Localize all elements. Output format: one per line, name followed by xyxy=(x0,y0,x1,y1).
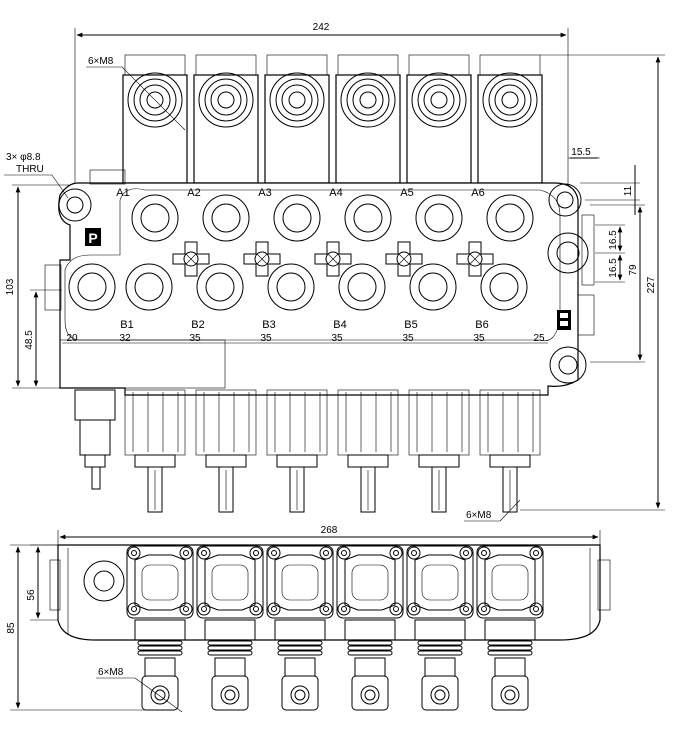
dim-35-label: 35 xyxy=(189,333,201,344)
dim-11-label: 11 xyxy=(623,185,634,196)
bottom-view: 268 56 85 6×M8 xyxy=(6,525,611,713)
dim-15-5-label: 15.5 xyxy=(571,147,591,158)
dim-16-5a-label: 16.5 xyxy=(608,230,619,250)
dim-35-label: 35 xyxy=(260,333,272,344)
callout-bolt-top-label: 6×M8 xyxy=(88,56,114,67)
callout-hole-label: 3× φ8.8 xyxy=(6,152,41,163)
bottom-section xyxy=(266,545,334,711)
port-a-label: A2 xyxy=(187,187,200,199)
dim-span-row: 20 32 25 xyxy=(62,333,548,344)
dim-overall-width: 242 xyxy=(74,22,569,185)
port-a: A5 xyxy=(400,187,463,242)
bottom-section xyxy=(406,545,474,711)
callout-thru-label: THRU xyxy=(16,164,44,175)
port-a: A2 xyxy=(187,187,250,242)
port-b: B5 xyxy=(404,263,457,331)
dim-16-5b-label: 16.5 xyxy=(608,258,619,278)
dim-48-5-label: 48.5 xyxy=(24,330,35,350)
tank-port-marker xyxy=(557,310,571,330)
check-valve xyxy=(243,241,281,277)
solenoid-cap xyxy=(193,54,259,184)
dim-35-label: 35 xyxy=(331,333,343,344)
spool xyxy=(124,389,186,513)
callout-bolt-top: 6×M8 xyxy=(86,56,186,131)
dim-pitch-labels: 35 35 35 35 35 xyxy=(189,333,485,344)
port-a: A3 xyxy=(258,187,321,242)
port-a-label: A1 xyxy=(116,187,129,199)
spools xyxy=(124,389,541,513)
dim-left: 103 48.5 xyxy=(5,184,70,389)
dim-bottom-heights: 56 85 xyxy=(6,544,145,711)
port-b-label: B3 xyxy=(262,319,275,331)
solenoid-cap xyxy=(477,54,543,184)
port-b-label: B4 xyxy=(333,319,346,331)
dim-right: 15.5 11 16.5 16.5 79 227 xyxy=(520,54,665,511)
check-valve xyxy=(314,241,352,277)
port-a: A1 xyxy=(116,187,179,242)
port-b-label: B1 xyxy=(120,319,133,331)
port-b-label: B6 xyxy=(475,319,488,331)
port-a-label: A5 xyxy=(400,187,413,199)
solenoid-caps xyxy=(122,54,543,184)
bottom-section xyxy=(336,545,404,711)
solenoid-cap xyxy=(122,54,188,184)
dim-103-label: 103 xyxy=(5,278,16,295)
dim-85-label: 85 xyxy=(6,622,17,634)
check-valve xyxy=(385,241,423,277)
spool xyxy=(337,389,399,513)
port-b: B6 xyxy=(475,263,528,331)
spool xyxy=(195,389,257,513)
port-b: B1 xyxy=(120,263,173,331)
dim-35-label: 35 xyxy=(402,333,414,344)
check-valve xyxy=(172,241,210,277)
bottom-section xyxy=(476,545,544,711)
port-b-label: B5 xyxy=(404,319,417,331)
spool xyxy=(266,389,328,513)
dim-56-label: 56 xyxy=(26,589,37,601)
port-a-label: A3 xyxy=(258,187,271,199)
solenoid-cap xyxy=(335,54,401,184)
dim-79-label: 79 xyxy=(628,264,639,276)
port-a-label: A6 xyxy=(471,187,484,199)
dim-20-label: 20 xyxy=(66,333,78,344)
solenoid-cap xyxy=(406,54,472,184)
dim-268-label: 268 xyxy=(321,525,338,536)
callout-bottom-bolt-label: 6×M8 xyxy=(98,667,124,678)
spool xyxy=(479,389,541,513)
side-fitting xyxy=(74,389,116,490)
spool xyxy=(408,389,470,513)
dim-32-label: 32 xyxy=(119,333,131,344)
pressure-port-label: P xyxy=(88,230,97,246)
bottom-section xyxy=(196,545,264,711)
port-b: B2 xyxy=(191,263,244,331)
callout-bottom-bolt: 6×M8 xyxy=(96,667,183,713)
dim-227-label: 227 xyxy=(646,276,657,293)
bottom-sections xyxy=(126,545,544,711)
check-valve xyxy=(456,241,494,277)
inlet-port xyxy=(68,263,116,311)
callout-bolt-bottom: 6×M8 xyxy=(464,499,521,522)
callout-thru-hole: 3× φ8.8 THRU xyxy=(4,152,69,199)
solenoid-cap xyxy=(264,54,330,184)
pressure-port-marker: P xyxy=(85,228,101,246)
port-a: A6 xyxy=(471,187,534,242)
callout-bolt-bottom-label: 6×M8 xyxy=(466,510,492,521)
dim-35-label: 35 xyxy=(473,333,485,344)
port-b: B3 xyxy=(262,263,315,331)
dim-242-label: 242 xyxy=(313,22,330,33)
port-b: B4 xyxy=(333,263,386,331)
dim-bottom-width: 268 xyxy=(57,525,601,545)
mounting-holes xyxy=(58,183,589,384)
port-a-label: A4 xyxy=(329,187,342,199)
port-a: A4 xyxy=(329,187,392,242)
bottom-section xyxy=(126,545,194,711)
dim-25-label: 25 xyxy=(533,333,545,344)
port-b-label: B2 xyxy=(191,319,204,331)
